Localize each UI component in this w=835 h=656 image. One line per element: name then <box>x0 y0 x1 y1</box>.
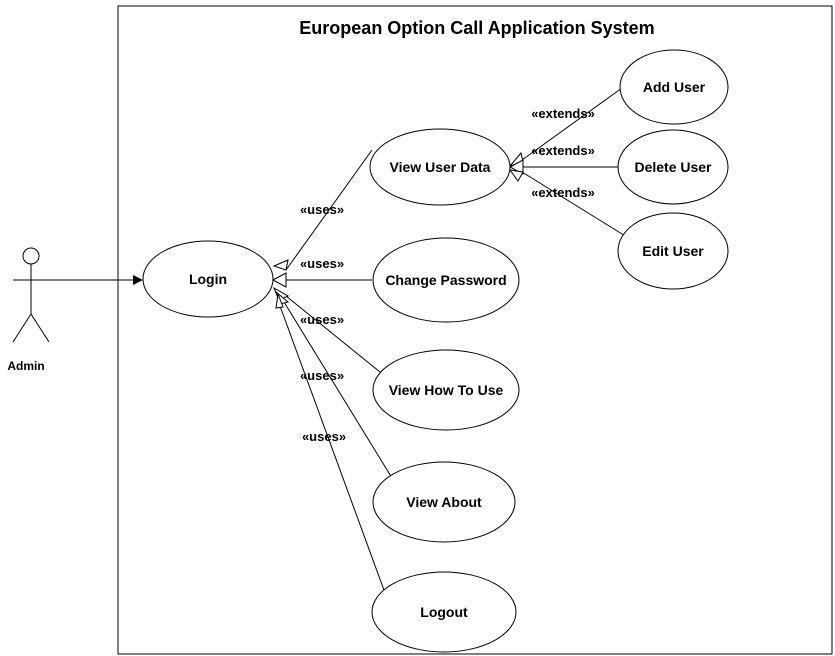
extends-line-add-user <box>521 87 623 161</box>
delete-user-ellipse <box>617 129 729 205</box>
uses-arrowhead-1 <box>272 259 289 271</box>
add-user-label: Add User <box>643 79 706 95</box>
edit-user-label: Edit User <box>642 243 704 259</box>
login-label: Login <box>189 271 227 287</box>
uses-line-logout <box>279 305 393 613</box>
edit-user-ellipse <box>617 212 729 290</box>
actor-right-leg <box>30 313 50 343</box>
view-user-data-ellipse <box>369 128 511 206</box>
view-user-data-label: View User Data <box>390 159 491 175</box>
extends-label-3: «extends» <box>531 185 595 200</box>
change-password-label: Change Password <box>385 272 506 288</box>
uses-line-view-about <box>283 301 393 479</box>
view-about-ellipse <box>372 461 516 543</box>
use-case-delete-user: Delete User <box>617 129 729 205</box>
uses-label-5: «uses» <box>302 429 346 444</box>
uses-label-1: «uses» <box>300 202 344 217</box>
uses-relations <box>271 149 393 613</box>
login-ellipse <box>142 240 274 318</box>
system-title: European Option Call Application System <box>299 18 654 38</box>
view-about-label: View About <box>406 494 482 510</box>
system-boundary <box>117 5 833 655</box>
use-case-view-how-to-use: View How To Use <box>372 349 520 431</box>
extends-arrowhead-3 <box>508 169 524 182</box>
use-case-add-user: Add User <box>619 49 729 125</box>
view-how-to-use-label: View How To Use <box>389 382 504 398</box>
change-password-ellipse <box>372 237 520 323</box>
uses-arrowhead-2 <box>271 272 287 288</box>
uses-label-4: «uses» <box>300 368 344 383</box>
use-case-logout: Logout <box>371 571 517 653</box>
use-case-change-password: Change Password <box>372 237 520 323</box>
use-case-view-user-data: View User Data <box>369 128 511 206</box>
logout-label: Logout <box>420 604 468 620</box>
uses-line-view-user-data <box>285 149 373 271</box>
actor-head <box>22 247 40 265</box>
use-case-edit-user: Edit User <box>617 212 729 290</box>
uses-line-view-how-to-use <box>285 295 381 373</box>
uses-label-2: «uses» <box>300 256 344 271</box>
use-case-view-about: View About <box>372 461 516 543</box>
use-case-login: Login <box>142 240 274 318</box>
actor-label: Admin <box>7 359 44 373</box>
extends-relations <box>508 87 636 243</box>
extends-label-2: «extends» <box>531 143 595 158</box>
logout-ellipse <box>371 571 517 653</box>
uses-label-3: «uses» <box>300 312 344 327</box>
add-user-ellipse <box>619 49 729 125</box>
view-how-to-use-ellipse <box>372 349 520 431</box>
delete-user-label: Delete User <box>634 159 712 175</box>
extends-label-1: «extends» <box>531 106 595 121</box>
extends-line-edit-user <box>521 171 636 243</box>
actor-left-leg <box>12 313 32 343</box>
admin-actor: Admin <box>7 247 50 373</box>
uses-arrowhead-5 <box>275 292 284 309</box>
